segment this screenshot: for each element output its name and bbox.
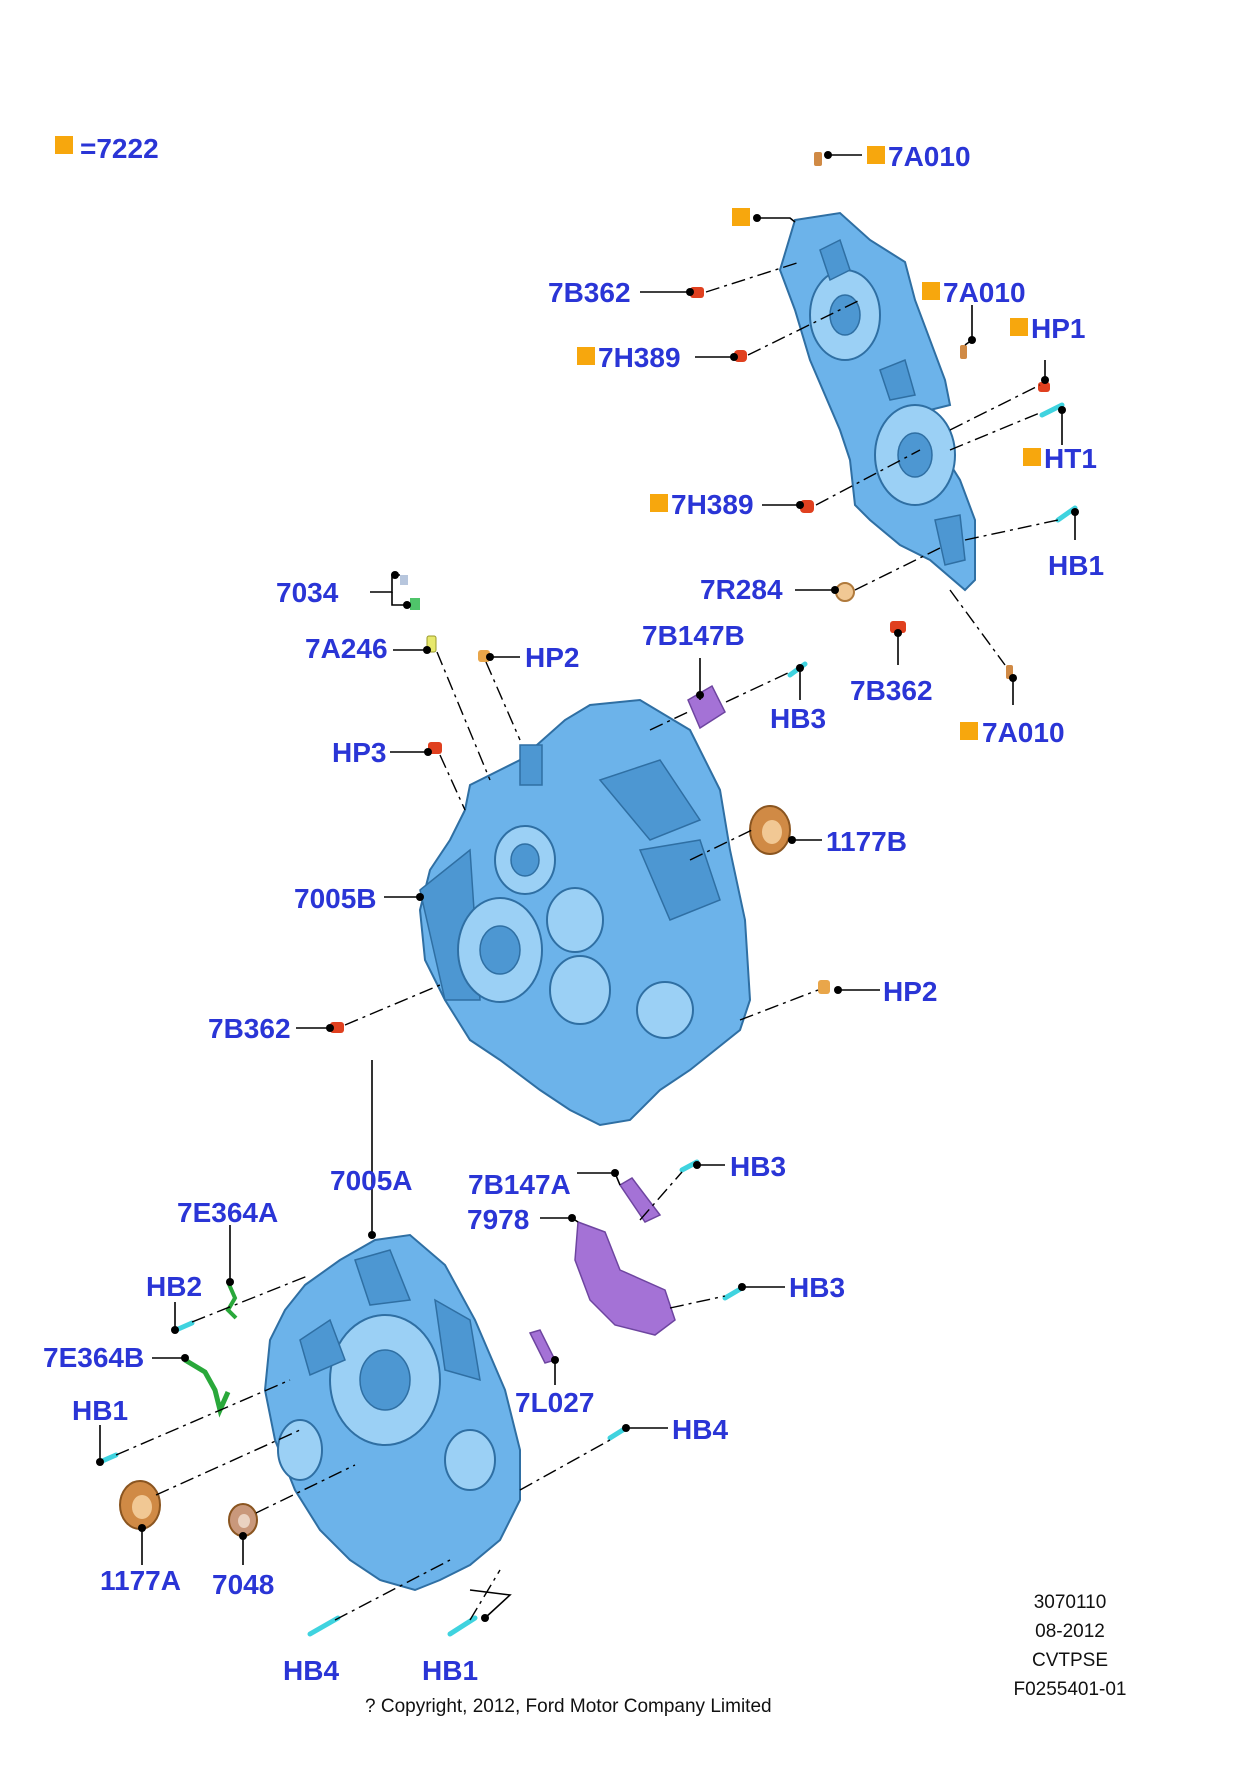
seal-7048 bbox=[228, 1503, 258, 1537]
copyright-text: ? Copyright, 2012, Ford Motor Company Li… bbox=[365, 1696, 772, 1717]
legend-marker-swatch bbox=[55, 136, 73, 154]
lower-housing-7005a bbox=[263, 1233, 521, 1592]
label-7005a: 7005A bbox=[330, 1165, 413, 1196]
marker-7a010-top bbox=[867, 146, 885, 164]
info-code1: 3070110 bbox=[1034, 1592, 1107, 1613]
bolt-hb1-bottom bbox=[447, 1615, 478, 1637]
plug-7b362-low bbox=[330, 1022, 344, 1033]
marker-ht1 bbox=[1023, 448, 1041, 466]
assembly-lines bbox=[115, 261, 1059, 1621]
label-hp1: HP1 bbox=[1031, 313, 1085, 344]
clip-7034-a bbox=[400, 575, 408, 585]
label-hb4-bottom: HB4 bbox=[283, 1655, 339, 1686]
part-labels: 7A010 7B362 7A010 HP1 7H389 HT1 7H389 HB… bbox=[43, 141, 1104, 1686]
clip-7034-b bbox=[410, 598, 420, 610]
label-7b147a: 7B147A bbox=[468, 1169, 571, 1200]
label-7l027: 7L027 bbox=[515, 1387, 594, 1418]
marker-7h389-bottom bbox=[650, 494, 668, 512]
info-code2: CVTPSE bbox=[1032, 1650, 1108, 1671]
bolt-hb4-bottom bbox=[307, 1615, 341, 1637]
plug-hp2-right bbox=[818, 980, 830, 994]
label-1177b: 1177B bbox=[826, 826, 907, 857]
label-hp2-top: HP2 bbox=[525, 642, 579, 673]
label-7a246: 7A246 bbox=[305, 633, 388, 664]
label-7b362-mid: 7B362 bbox=[850, 675, 933, 706]
leader-lines bbox=[99, 154, 1076, 1619]
marker-hp1 bbox=[1010, 318, 1028, 336]
label-7h389-top: 7H389 bbox=[598, 342, 681, 373]
plug-hp1 bbox=[1038, 382, 1050, 392]
bracket-7978 bbox=[574, 1220, 676, 1336]
plug-7b362-top bbox=[690, 287, 704, 298]
label-7978: 7978 bbox=[467, 1204, 529, 1235]
label-7a010-bottom: 7A010 bbox=[982, 717, 1065, 748]
marker-7h389-top bbox=[577, 347, 595, 365]
label-hp3: HP3 bbox=[332, 737, 386, 768]
label-1177a: 1177A bbox=[100, 1565, 181, 1596]
legend-text: =7222 bbox=[80, 133, 159, 164]
label-hb3-mid: HB3 bbox=[770, 703, 826, 734]
seal-1177a bbox=[119, 1480, 161, 1530]
label-hb1-top: HB1 bbox=[1048, 550, 1104, 581]
clip-7e364a bbox=[225, 1281, 238, 1320]
marker-squares bbox=[577, 146, 1041, 740]
label-7048: 7048 bbox=[212, 1569, 274, 1600]
label-hb1-bottom: HB1 bbox=[422, 1655, 478, 1686]
seal-1177b bbox=[749, 805, 791, 855]
clip-7e364b bbox=[183, 1357, 231, 1418]
label-7r284: 7R284 bbox=[700, 574, 783, 605]
bracket-7b147a bbox=[618, 1177, 662, 1223]
top-cover-housing bbox=[778, 211, 976, 592]
label-hb3-low-a: HB3 bbox=[730, 1151, 786, 1182]
bracket-7b147b bbox=[687, 684, 726, 730]
info-date: 08-2012 bbox=[1035, 1621, 1105, 1642]
marker-unlabeled bbox=[732, 208, 750, 226]
label-7005b: 7005B bbox=[294, 883, 377, 914]
label-hp2-right: HP2 bbox=[883, 976, 937, 1007]
label-7034: 7034 bbox=[276, 577, 339, 608]
label-hb3-low-b: HB3 bbox=[789, 1272, 845, 1303]
info-block: 3070110 08-2012 CVTPSE F0255401-01 bbox=[1013, 1592, 1126, 1700]
label-hb1-left: HB1 bbox=[72, 1395, 128, 1426]
plug-7b362-mid bbox=[890, 621, 906, 633]
leader-dots bbox=[96, 151, 1079, 1622]
label-7b362-low: 7B362 bbox=[208, 1013, 291, 1044]
label-7b362-top: 7B362 bbox=[548, 277, 631, 308]
plug-7a010-mid bbox=[960, 345, 967, 359]
label-hb2: HB2 bbox=[146, 1271, 202, 1302]
label-7e364b: 7E364B bbox=[43, 1342, 144, 1373]
plug-7a010-top bbox=[814, 152, 822, 166]
info-code3: F0255401-01 bbox=[1013, 1679, 1126, 1700]
label-7a010-mid: 7A010 bbox=[943, 277, 1026, 308]
label-7h389-bottom: 7H389 bbox=[671, 489, 754, 520]
label-7e364a: 7E364A bbox=[177, 1197, 278, 1228]
label-7a010-top: 7A010 bbox=[888, 141, 971, 172]
bushing-7r284 bbox=[835, 582, 855, 602]
bracket-7l027 bbox=[528, 1329, 557, 1364]
label-ht1: HT1 bbox=[1044, 443, 1097, 474]
marker-7a010-bottom bbox=[960, 722, 978, 740]
marker-7a010-mid bbox=[922, 282, 940, 300]
label-7b147b: 7B147B bbox=[642, 620, 745, 651]
label-hb4-right: HB4 bbox=[672, 1414, 728, 1445]
main-housing-7005b bbox=[418, 698, 752, 1127]
bolt-ht1 bbox=[1039, 402, 1065, 418]
